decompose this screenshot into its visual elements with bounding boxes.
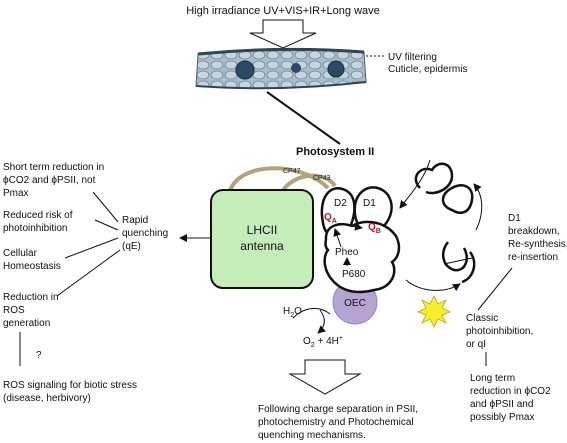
qa-label: QA — [324, 212, 337, 225]
bottom-line1: Following charge separation in PSII, — [258, 404, 418, 415]
homeostasis-line2: Homeostasis — [3, 261, 61, 272]
water-arc — [292, 308, 331, 319]
long-term-line2: reduction in ϕCO2 — [470, 386, 551, 397]
homeostasis-line1: Cellular — [3, 248, 38, 259]
question-mark: ? — [36, 350, 42, 361]
oxygen-arrow — [317, 309, 326, 334]
d1-repair-line3: Re-synthesis, — [508, 239, 567, 250]
pheo-label: Pheo — [335, 247, 359, 258]
leaf-cross-section — [195, 47, 367, 90]
p680-label: P680 — [342, 269, 366, 280]
bottom-line3: quenching mechanisms. — [258, 430, 366, 441]
qb-label: QB — [368, 222, 381, 235]
vascular-bundle-3 — [327, 60, 345, 78]
d1-repair-line1: D1 — [508, 213, 521, 224]
long-term-line3: and ϕPSII and — [470, 399, 533, 410]
d1-to-classic-line — [477, 267, 513, 311]
pheo-qa-arrow — [333, 228, 342, 248]
photodamage-burst-icon — [417, 295, 451, 328]
vascular-bundle-1 — [235, 60, 255, 80]
cp47-label: CP47 — [283, 168, 301, 175]
short-term-line1: Short term reduction in — [3, 162, 104, 173]
rapid-quenching-line1: Rapid — [122, 215, 148, 226]
fan-line-ros — [56, 249, 121, 297]
oxygen-label: O2 + 4H+ — [303, 335, 343, 349]
ros-reduction-line3: generation — [3, 318, 50, 329]
bottom-arrow — [288, 359, 362, 395]
cp43-label: CP43 — [313, 175, 331, 182]
d1-repair-line2: breakdown, — [508, 226, 560, 237]
reduced-risk-line1: Reduced risk of — [3, 210, 73, 221]
oec-label: OEC — [344, 298, 366, 309]
ros-reduction-line2: ROS — [3, 305, 25, 316]
long-term-line1: Long term — [470, 373, 515, 384]
rapid-quenching-line3: (qE) — [122, 241, 141, 252]
ros-signaling-line1: ROS signaling for biotic stress — [3, 380, 137, 391]
d2-label: D2 — [334, 198, 347, 209]
irradiance-label: High irradiance UV+VIS+IR+Long wave — [186, 5, 380, 17]
leaf-label-line1: UV filtering — [388, 52, 437, 63]
lhcii-line2: antenna — [240, 239, 284, 253]
bottom-line2: photochemistry and Photochemical — [258, 417, 414, 428]
lhcii-antenna — [210, 189, 314, 289]
reinsertion-arrow — [399, 159, 431, 209]
fan-line-risk — [94, 219, 119, 231]
classic-line3: or qI — [466, 339, 486, 350]
d1-damaged-shape — [414, 162, 454, 195]
irradiance-arrow — [249, 19, 317, 49]
photosystem-title: Photosystem II — [296, 146, 374, 158]
d1-cut-line — [443, 257, 473, 265]
vascular-bundle-2 — [291, 63, 301, 73]
d1-repair-line4: re-insertion — [508, 252, 558, 263]
fan-line-short-term — [92, 191, 119, 223]
water-label: H2O — [283, 306, 302, 319]
leaf-label-line2: Cuticle, epidermis — [388, 64, 467, 75]
classic-line2: photoinhibition, — [466, 326, 533, 337]
cp47-arc — [226, 166, 330, 201]
d1-fragment-shape — [441, 184, 474, 214]
qa-qb-arrow — [339, 222, 363, 231]
breakdown-arrow — [473, 183, 483, 231]
ros-reduction-line1: Reduction in — [3, 292, 59, 303]
fan-line-homeostasis — [64, 237, 119, 259]
short-term-line3: Pmax — [3, 188, 29, 199]
long-term-line4: possibly Pmax — [470, 412, 534, 423]
short-term-line2: ϕCO2 and ϕPSII, not — [3, 175, 96, 186]
ros-signaling-line2: (disease, herbivory) — [3, 393, 91, 404]
rapid-quenching-line2: quenching — [122, 228, 168, 239]
classic-line1: Classic — [466, 313, 498, 324]
damage-arrow — [405, 279, 461, 292]
lhcii-line1: LHCII — [247, 223, 278, 237]
reduced-risk-line2: photoinhibition — [3, 223, 68, 234]
d1-label: D1 — [363, 198, 376, 209]
zoom-line — [266, 91, 341, 145]
d1-new-shape — [441, 241, 476, 284]
